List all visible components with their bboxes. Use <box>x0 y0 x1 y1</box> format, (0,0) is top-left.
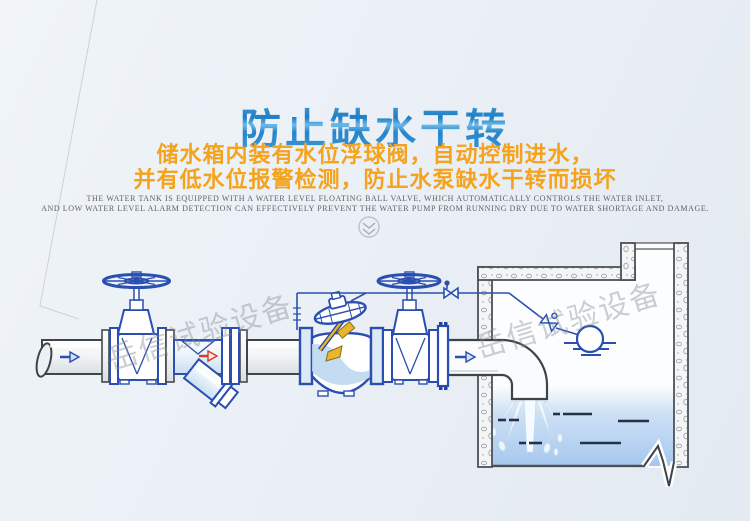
main-pipeline <box>35 271 450 410</box>
description: THE WATER TANK IS EQUIPPED WITH A WATER … <box>0 194 750 213</box>
flange-pair-2 <box>157 327 175 385</box>
flow-arrow-strainer <box>199 349 219 363</box>
subtitle-line-2: 并有低水位报警检测，防止水泵缺水干转而损坏 <box>133 167 617 192</box>
gate-valve-1 <box>102 271 171 385</box>
connecting-pipe <box>246 339 301 375</box>
flow-arrow-inlet <box>455 350 477 364</box>
valve-bonnet <box>391 309 429 335</box>
strainer-branch <box>182 357 240 410</box>
valve-stem <box>406 287 413 301</box>
pilot-isolation-valve <box>443 280 459 300</box>
valve-gland <box>129 299 144 311</box>
tank-wall-right <box>673 242 689 468</box>
valve-passage <box>312 344 371 385</box>
flange-pair-1 <box>101 327 119 385</box>
valve-foot <box>119 379 130 385</box>
valve-stem <box>133 287 140 301</box>
flow-arrow-supply <box>60 350 81 364</box>
tank-walls <box>477 242 689 468</box>
flange-pair-3 <box>221 327 248 385</box>
subtitle-line-1: 储水箱内装有水位浮球阀，自动控制进水， <box>156 142 594 167</box>
water-level-marks <box>498 412 649 445</box>
description-line-1: THE WATER TANK IS EQUIPPED WITH A WATER … <box>86 194 664 203</box>
tank-inlet-pipe <box>446 338 549 401</box>
description-line-2: AND LOW WATER LEVEL ALARM DETECTION CAN … <box>41 203 709 213</box>
pilot-line <box>293 280 580 336</box>
pipe-open-end <box>35 342 53 378</box>
page-title: 防止缺水干转 <box>0 95 750 155</box>
supply-pipe <box>35 339 105 378</box>
end-flange <box>436 322 450 390</box>
handwheel <box>102 271 171 289</box>
gate-valve-2 <box>376 271 442 385</box>
handwheel <box>376 271 442 289</box>
float-control-valve <box>298 290 385 397</box>
tank-wall-step <box>620 242 636 281</box>
valve-seat <box>325 345 343 362</box>
decorative-line <box>39 0 98 320</box>
tank-upper-opening <box>633 247 676 280</box>
tank-wall-top <box>477 266 636 281</box>
break-symbol <box>643 443 675 487</box>
strainer-screen <box>180 340 216 355</box>
valve-gland <box>402 299 417 311</box>
water-splash <box>491 399 563 456</box>
pilot-fitting <box>538 312 560 333</box>
subtitle: 储水箱内装有水位浮球阀，自动控制进水， 并有低水位报警检测，防止水泵缺水干转而损… <box>0 142 750 192</box>
valve-bonnet <box>116 309 156 335</box>
float-ball-valve <box>564 324 616 356</box>
valve-foot <box>146 379 157 385</box>
scroll-down-icon <box>358 216 380 238</box>
float-ball <box>575 324 605 354</box>
